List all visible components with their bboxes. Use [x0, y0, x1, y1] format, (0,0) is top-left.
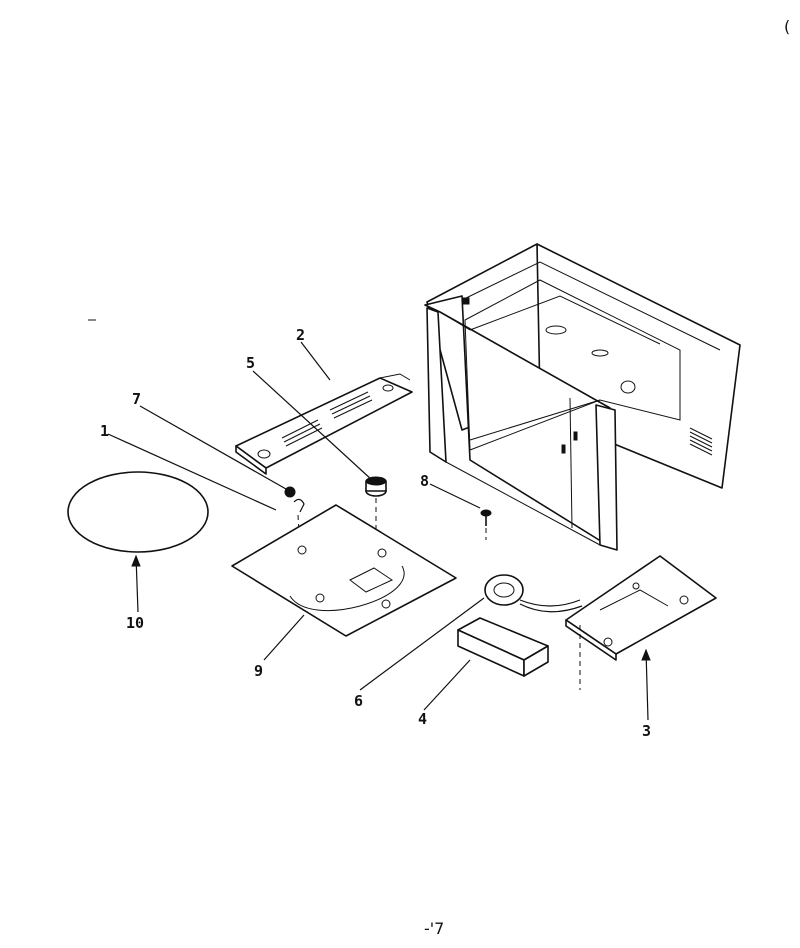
corner-mark: ( [784, 17, 790, 36]
callout-3: 3 [642, 722, 651, 740]
base-plate [565, 555, 717, 690]
callout-9: 9 [254, 662, 263, 680]
bottom-page-mark: -'7 [424, 919, 444, 938]
leader-lines [107, 341, 651, 721]
glass-tray [67, 471, 209, 553]
turntable-motor [484, 574, 583, 613]
callout-4: 4 [418, 710, 427, 728]
callout-labels: 1 2 3 4 5 6 7 8 9 10 [100, 326, 651, 740]
callout-5: 5 [246, 354, 255, 372]
oven-cavity [424, 243, 741, 551]
callout-1: 1 [100, 422, 109, 440]
screw [480, 509, 492, 540]
nut [284, 486, 296, 498]
cavity-bottom-plate [231, 504, 457, 637]
callout-10: 10 [126, 614, 144, 632]
coupler [365, 476, 387, 560]
callout-7: 7 [132, 390, 141, 408]
callout-2: 2 [296, 326, 305, 344]
callout-6: 6 [354, 692, 363, 710]
motor-cover [457, 617, 549, 677]
callout-8: 8 [420, 472, 429, 490]
top-plate [235, 373, 413, 475]
